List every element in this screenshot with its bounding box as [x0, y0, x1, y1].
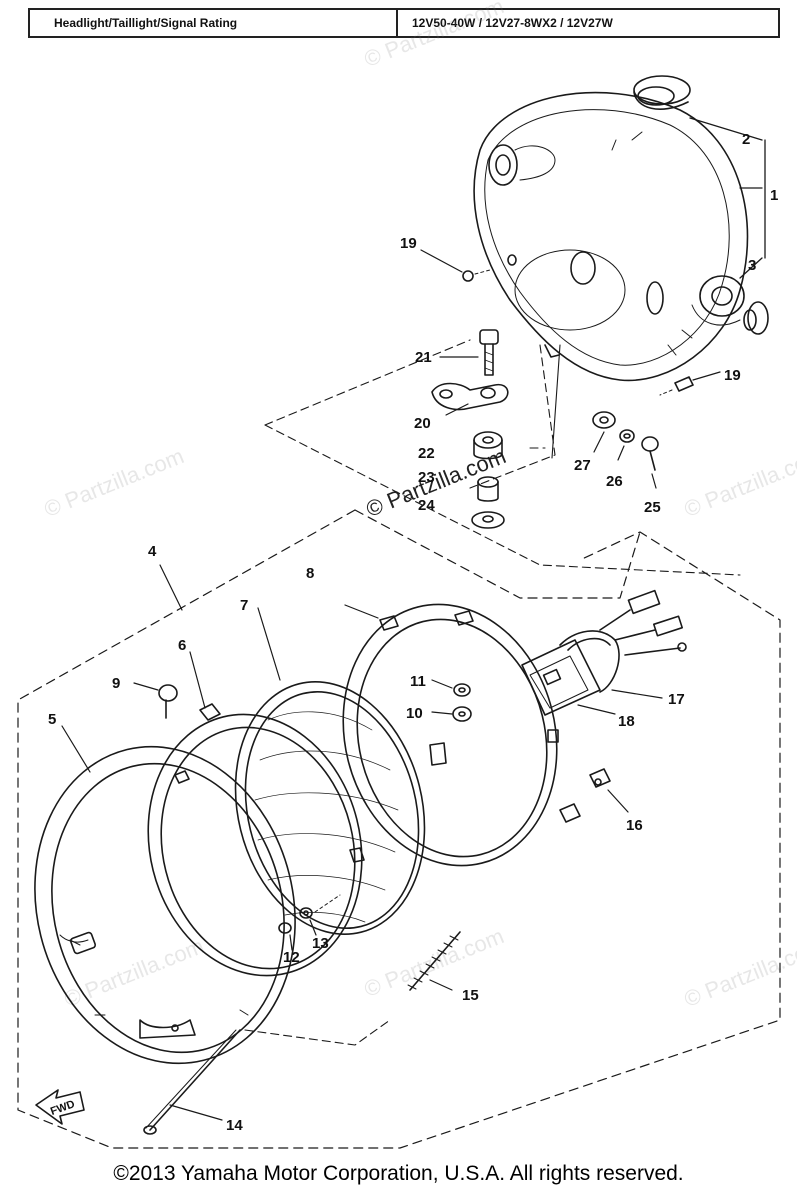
- rating-header: Headlight/Taillight/Signal Rating 12V50-…: [28, 8, 780, 38]
- part-number: 23: [418, 469, 435, 486]
- rating-label: Headlight/Taillight/Signal Rating: [30, 10, 398, 36]
- headlight-lens-7: [234, 681, 426, 935]
- screw-19-left: [420, 249, 491, 282]
- part-number: 20: [414, 415, 431, 432]
- part-number: 11: [410, 673, 426, 690]
- screw-12: [278, 922, 293, 951]
- screw-19-right: [659, 371, 721, 396]
- part-number: 25: [644, 499, 661, 516]
- part-number: 22: [418, 445, 435, 462]
- copyright-notice: ©2013 Yamaha Motor Corporation, U.S.A. A…: [113, 1162, 684, 1185]
- part-number: 15: [462, 987, 479, 1004]
- part-number: 19: [724, 367, 741, 384]
- rim-5: [34, 745, 296, 1065]
- bolt-21: [439, 329, 499, 376]
- grommet-top: [633, 75, 691, 110]
- part-number: 9: [112, 675, 120, 692]
- part-number: 24: [418, 497, 435, 514]
- screw-14: [143, 1029, 241, 1135]
- part-number: 13: [312, 935, 329, 952]
- inner-rim-6: [147, 703, 365, 977]
- part-number: 1: [770, 187, 778, 204]
- part-number: 3: [748, 257, 756, 274]
- bulb-socket-18: [521, 639, 616, 716]
- part-number: 18: [618, 713, 635, 730]
- wire-harness-17: [559, 589, 687, 699]
- part-number: 26: [606, 473, 623, 490]
- part-number: 14: [226, 1117, 243, 1134]
- part-number: 2: [742, 131, 750, 148]
- part-number: 17: [668, 691, 685, 708]
- part-number: 4: [148, 543, 157, 560]
- screw-16: [589, 768, 629, 813]
- bracket-20: [431, 382, 509, 416]
- grommet-side: [743, 301, 769, 335]
- part-number: 7: [240, 597, 248, 614]
- screw-25: [641, 436, 659, 489]
- part-number: 16: [626, 817, 643, 834]
- nut-11: [431, 679, 471, 697]
- washer-26: [617, 429, 635, 461]
- washer-13: [299, 907, 317, 936]
- screw-9: [133, 682, 178, 719]
- part-number: 10: [406, 705, 423, 722]
- headlight-case: [473, 91, 749, 382]
- headlight-body-8: [342, 603, 581, 867]
- spring-15: [407, 931, 461, 991]
- washer-27: [592, 411, 616, 453]
- nut-10: [431, 706, 472, 722]
- part-number: 21: [415, 349, 432, 366]
- washer-24: [471, 511, 505, 529]
- part-number: 5: [48, 711, 56, 728]
- part-number: 27: [574, 457, 591, 474]
- rating-value: 12V50-40W / 12V27-8WX2 / 12V27W: [412, 16, 613, 30]
- fwd-arrow-icon: [35, 1089, 85, 1125]
- part-number: 8: [306, 565, 314, 582]
- part-number: 12: [283, 949, 300, 966]
- part-number: 19: [400, 235, 417, 252]
- collar-22: [473, 431, 503, 460]
- part-number: 6: [178, 637, 186, 654]
- collar-23: [477, 476, 499, 502]
